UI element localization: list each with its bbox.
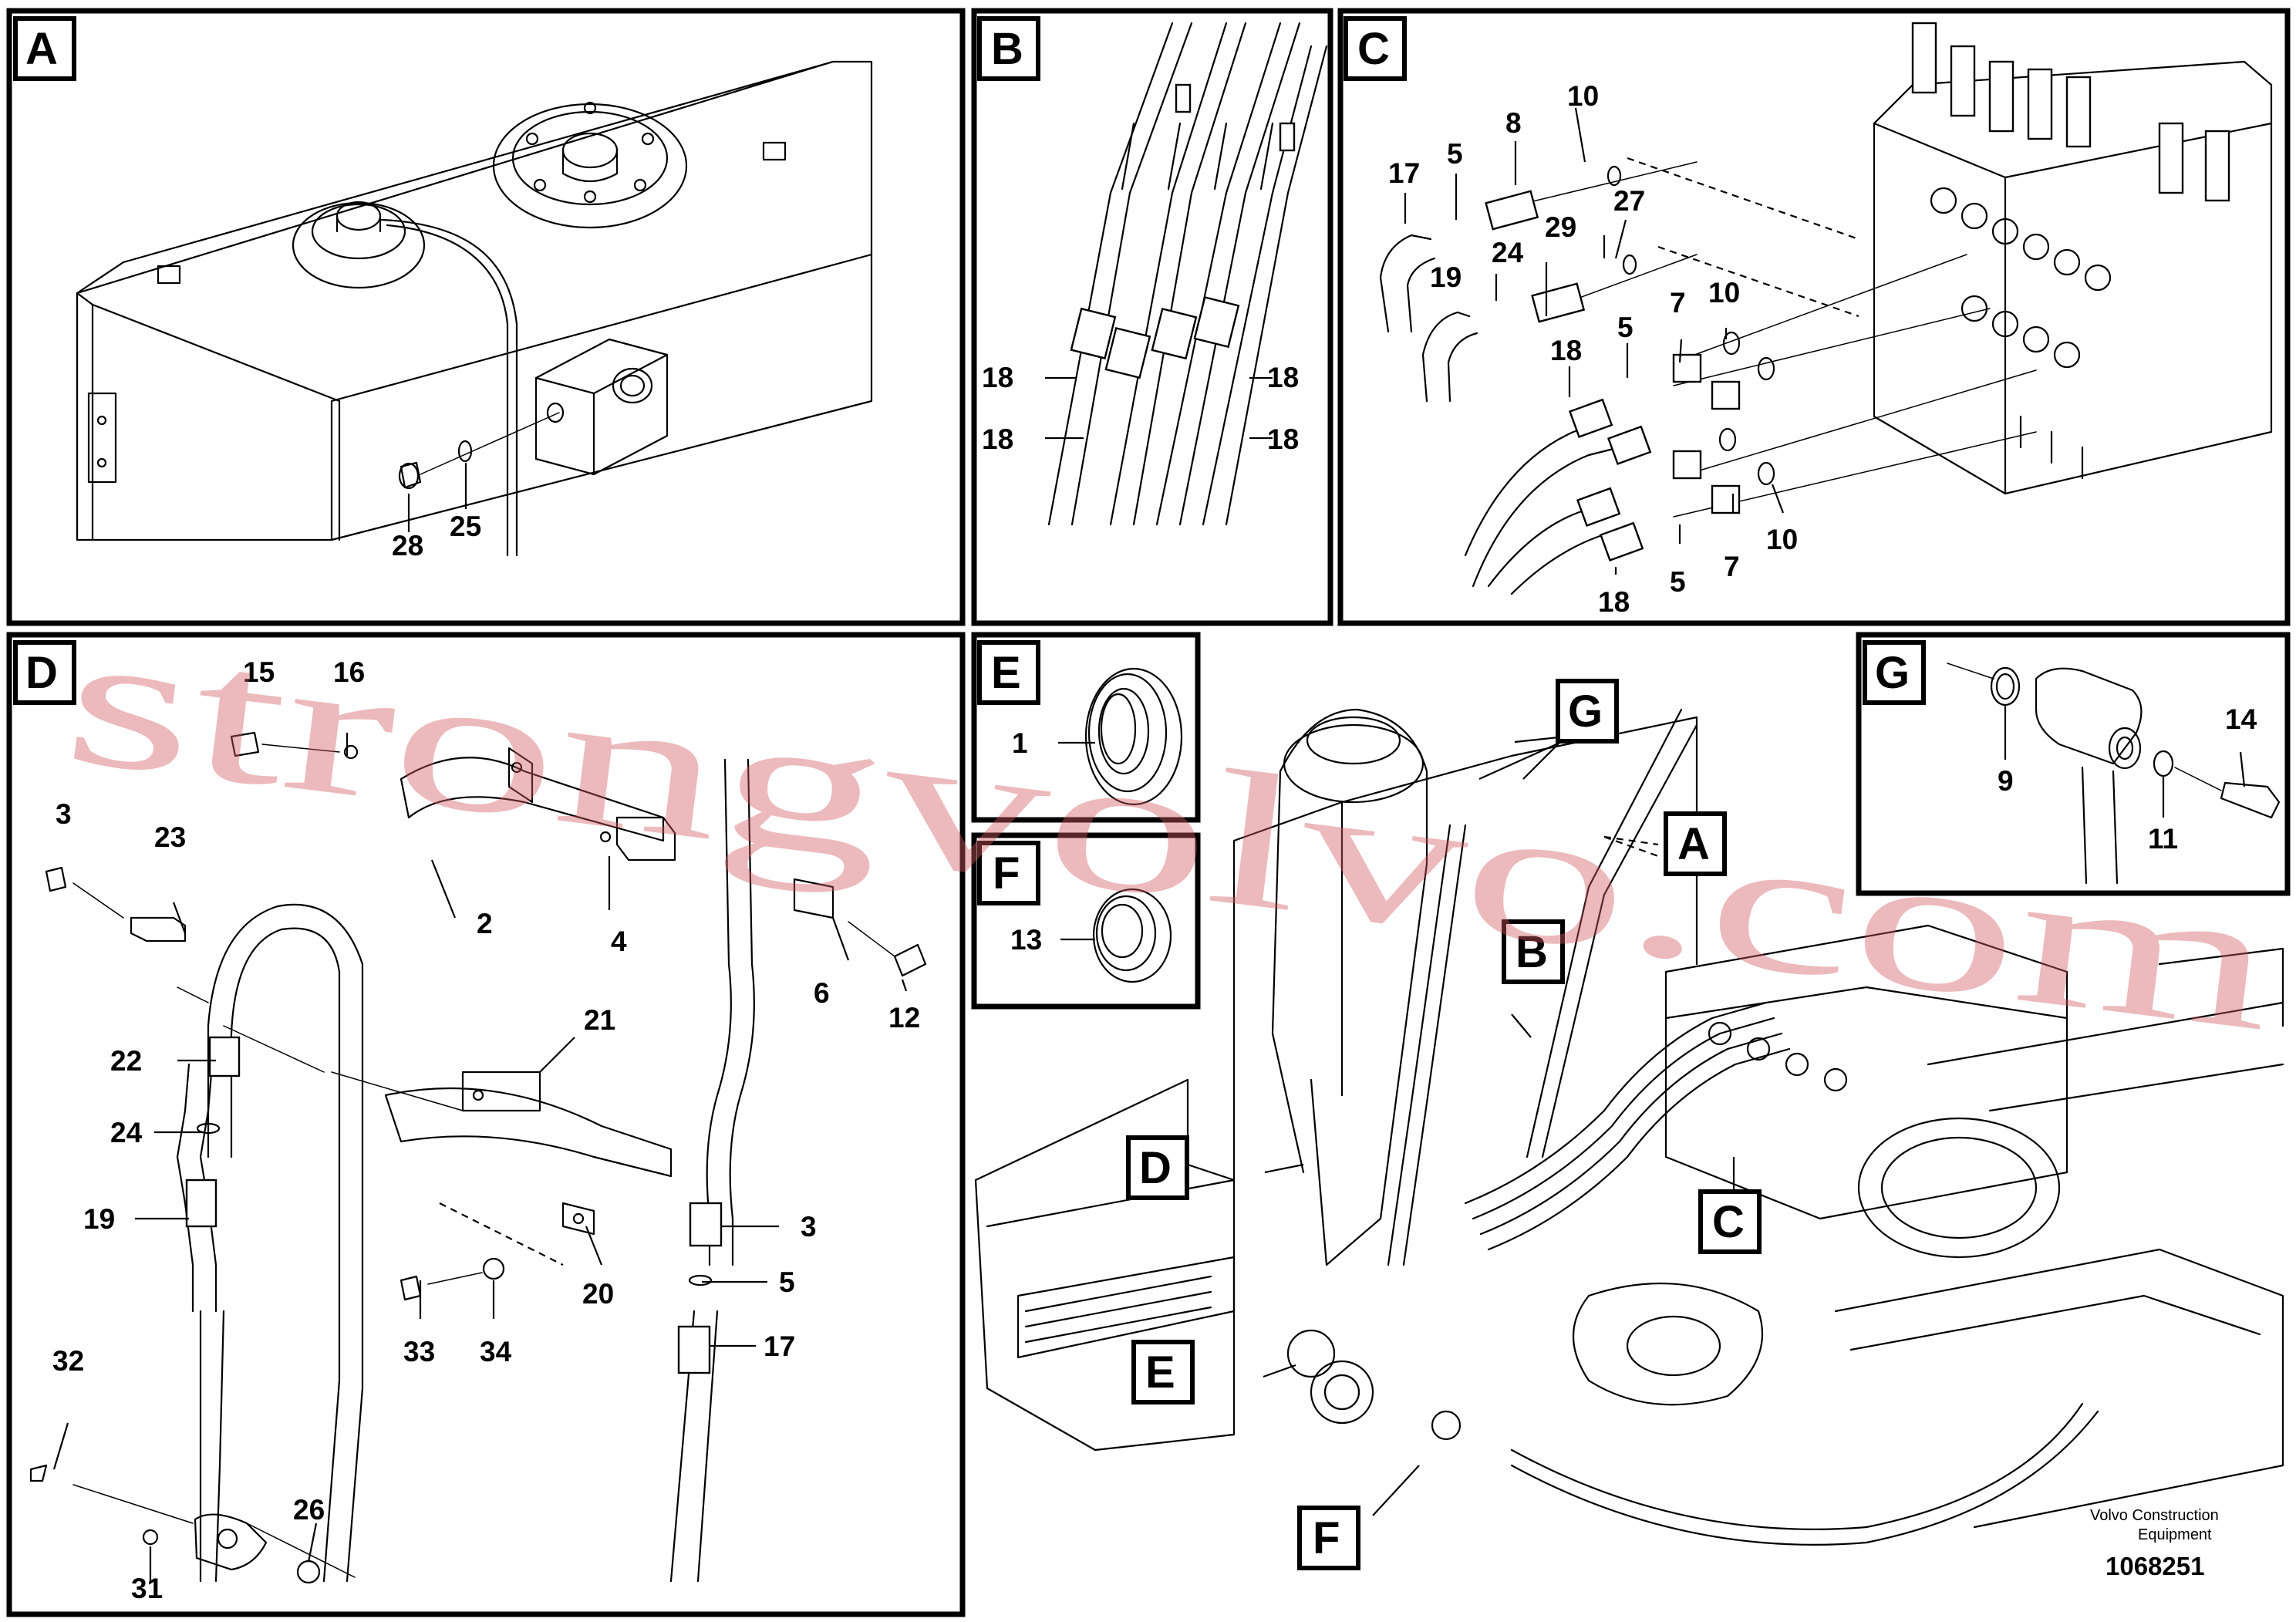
callout-c-10-mid: 10 (1708, 277, 1740, 309)
overview-tag-d-box (1126, 1135, 1189, 1200)
panel-g-tag: G (1875, 648, 1910, 698)
overview-tag-e: E (1145, 1347, 1175, 1398)
panel-d-tag-box (13, 640, 76, 705)
panel-b-drawing (1045, 22, 1328, 526)
callout-c-29: 29 (1545, 211, 1576, 243)
document-number: 1068251 (2106, 1552, 2204, 1580)
callout-g-14: 14 (2225, 703, 2257, 735)
panel-e-drawing (1058, 667, 1183, 806)
callout-d-15: 15 (243, 656, 275, 688)
callout-c-19: 19 (1430, 261, 1462, 293)
callout-g-9: 9 (1998, 765, 2014, 797)
callout-d-4: 4 (611, 926, 627, 957)
callout-c-5-top: 5 (1447, 138, 1463, 170)
callout-d-12: 12 (888, 1002, 920, 1034)
callout-b-18-upper-left: 18 (982, 362, 1013, 393)
overview-tag-a-box (1664, 811, 1727, 876)
overview-tag-a: A (1677, 819, 1710, 869)
callout-a-25: 25 (450, 511, 481, 542)
panel-b-frame (971, 8, 1333, 626)
callout-d-31: 31 (131, 1573, 163, 1604)
callout-d-19: 19 (83, 1203, 115, 1235)
panel-e-tag-box (977, 640, 1040, 705)
callout-a-28: 28 (392, 530, 423, 561)
callout-c-17: 17 (1388, 157, 1420, 189)
overview-tag-d: D (1139, 1143, 1172, 1193)
panel-g-drawing (1947, 663, 2281, 885)
callout-d-2: 2 (477, 908, 493, 939)
callout-d-32: 32 (52, 1345, 84, 1377)
overview-tag-g-box (1556, 679, 1619, 744)
panel-c-tag: C (1357, 24, 1390, 74)
callout-d-22: 22 (110, 1045, 142, 1077)
callout-c-7-top: 7 (1670, 287, 1686, 319)
callout-d-33: 33 (403, 1336, 435, 1367)
callout-c-10-top: 10 (1567, 80, 1599, 112)
callout-d-34: 34 (480, 1336, 512, 1367)
panel-d-drawing (29, 731, 927, 1584)
panel-b-tag: B (991, 24, 1023, 74)
callout-c-24: 24 (1492, 237, 1524, 268)
overview-tag-c-box (1698, 1189, 1762, 1254)
overview-tag-b: B (1515, 927, 1548, 977)
callout-d-6: 6 (814, 977, 830, 1009)
panel-a-tag-box (13, 16, 76, 81)
overview-tag-c: C (1712, 1197, 1745, 1247)
panel-g-frame (1856, 632, 2291, 896)
callout-c-5-mid: 5 (1617, 312, 1633, 343)
callout-c-8: 8 (1505, 107, 1522, 139)
callout-c-10-bottom: 10 (1766, 524, 1798, 555)
callout-d-24: 24 (110, 1117, 143, 1148)
panel-a-frame (6, 8, 966, 626)
callout-e-1: 1 (1012, 727, 1028, 759)
callout-g-11: 11 (2148, 823, 2178, 855)
callout-c-7-bottom: 7 (1724, 551, 1740, 582)
panel-c-drawing (1379, 22, 2273, 595)
callout-d-23: 23 (154, 821, 186, 853)
overview-tag-f: F (1313, 1513, 1340, 1563)
brand-name-line1: Volvo Construction (2090, 1507, 2219, 1524)
callout-b-18-lower-right: 18 (1267, 423, 1299, 455)
callout-d-26: 26 (293, 1494, 325, 1526)
overview-tag-g: G (1568, 686, 1603, 737)
panel-a-tag: A (25, 24, 58, 74)
callout-f-13: 13 (1010, 924, 1042, 956)
panel-f-tag-box (977, 841, 1040, 905)
panel-c-frame (1337, 8, 2291, 626)
callout-d-17: 17 (764, 1330, 795, 1362)
callout-d-21: 21 (584, 1004, 615, 1036)
callout-c-5-bottom: 5 (1670, 566, 1686, 598)
panel-d-tag: D (25, 648, 58, 698)
callout-d-5: 5 (779, 1266, 795, 1298)
callout-c-18-top: 18 (1550, 335, 1582, 366)
callout-b-18-upper-right: 18 (1267, 362, 1299, 393)
callout-d-16: 16 (333, 656, 365, 688)
brand-name-line2: Equipment (2138, 1526, 2212, 1543)
panel-b-tag-box (977, 16, 1040, 81)
callout-c-18-bottom: 18 (1598, 586, 1630, 618)
overview-tag-b-box (1502, 919, 1565, 984)
callout-d-20: 20 (582, 1278, 614, 1310)
panel-g-tag-box (1863, 640, 1926, 705)
callout-d-3-top: 3 (56, 798, 72, 830)
callout-b-18-lower-left: 18 (982, 423, 1013, 455)
panel-f-tag: F (993, 848, 1020, 899)
overview-tag-f-box (1297, 1506, 1360, 1570)
callout-c-27: 27 (1613, 185, 1645, 217)
panel-c-tag-box (1344, 16, 1407, 81)
panel-a-drawing (76, 60, 873, 557)
callout-d-3-bottom: 3 (801, 1211, 817, 1243)
panel-e-tag: E (991, 648, 1021, 698)
overview-tag-e-box (1131, 1340, 1195, 1404)
panel-f-drawing (1060, 888, 1172, 983)
